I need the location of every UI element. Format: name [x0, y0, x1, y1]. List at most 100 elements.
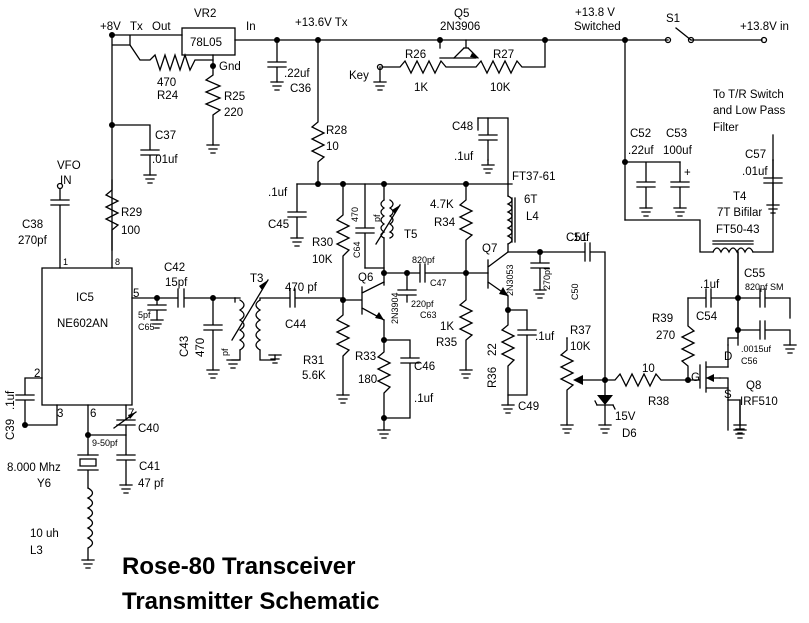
junction-dots: [22, 32, 741, 438]
c53-value: 100uf: [663, 145, 693, 157]
c38-name: C38: [22, 219, 43, 231]
l4-name: L4: [526, 211, 539, 223]
r31-value: 5.6K: [302, 370, 326, 382]
r26-value: 1K: [414, 82, 428, 94]
c43-name: C43: [179, 336, 191, 357]
r30-name: R30: [312, 237, 333, 249]
c52-value: .22uf: [628, 145, 654, 157]
q6-part: 2N3904: [390, 292, 400, 324]
c45-name: C45: [268, 219, 289, 231]
rail-136tx-label: +13.6V Tx: [295, 17, 348, 29]
key-label: Key: [349, 70, 369, 82]
ic5-pin5: 5: [133, 288, 139, 300]
c44-name: C44: [285, 319, 307, 331]
rail-in-label: In: [246, 21, 256, 33]
rail-tx-label: Tx: [130, 21, 143, 33]
c40-value: 9-50pf: [92, 438, 118, 448]
l4-core: FT37-61: [512, 171, 555, 183]
q8-d: D: [724, 351, 732, 363]
rail-138-switched-line2: Switched: [574, 21, 621, 33]
t4-core: FT50-43: [716, 224, 759, 236]
c42-value: 15pf: [165, 277, 188, 289]
c63-name: C63: [420, 310, 437, 320]
r36-name: R36: [487, 367, 499, 388]
q8-part: IRF510: [740, 396, 778, 408]
r35-name: R35: [436, 337, 457, 349]
q8-g: G: [691, 372, 700, 384]
labels: +8V Tx Out VR2 78L05 In Gnd 470 R24 R25 …: [5, 7, 789, 615]
q7-name: Q7: [482, 243, 497, 255]
c37-value: .01uf: [152, 154, 178, 166]
ic5-part: NE602AN: [57, 318, 108, 330]
c44-value: 470 pf: [285, 282, 318, 294]
rail-8v-label: +8V: [100, 21, 121, 33]
q8-name: Q8: [746, 380, 761, 392]
r34-value: 4.7K: [430, 199, 454, 211]
c50-value: 270pf: [542, 267, 552, 290]
c55-value: 820pf SM: [745, 282, 784, 292]
y6-freq: 8.000 Mhz: [7, 462, 61, 474]
c63-value: 220pf: [411, 299, 434, 309]
c57-name: C57: [745, 149, 766, 161]
r28-value: 10: [326, 141, 339, 153]
ic5-pin8: 8: [115, 257, 120, 267]
c43-unit: pf: [220, 348, 230, 356]
l3-name: L3: [30, 545, 43, 557]
r29-value: 100: [121, 225, 140, 237]
tr-switch-line3: Filter: [713, 122, 739, 134]
r35-value: 1K: [440, 321, 454, 333]
c54-value: .1uf: [700, 279, 720, 291]
c56-value: .0015uf: [741, 344, 772, 354]
c52-name: C52: [630, 128, 651, 140]
c65-value: 5pf: [138, 310, 151, 320]
q7-part: 2N3053: [505, 264, 515, 296]
r24-value: 470: [157, 77, 176, 89]
l4-turns: 6T: [524, 194, 537, 206]
ic5-pin1: 1: [63, 257, 68, 267]
c46-name: C46: [414, 361, 435, 373]
r34-name: R34: [434, 217, 456, 229]
c49-value: .1uf: [535, 331, 555, 343]
vfo-label-1: VFO: [57, 160, 81, 172]
c48-name: C48: [452, 121, 473, 133]
ic5-pin6: 6: [90, 408, 96, 420]
c42-name: C42: [164, 262, 185, 274]
r29-name: R29: [121, 207, 142, 219]
vr2-gnd: Gnd: [219, 61, 241, 73]
r25-value: 220: [224, 107, 243, 119]
ic5-pin3: 3: [57, 408, 63, 420]
c55-name: C55: [744, 268, 765, 280]
c64-unit: pf: [372, 214, 382, 222]
r38-value: 10: [642, 363, 655, 375]
q5-name: Q5: [454, 8, 469, 20]
r26-name: R26: [405, 49, 426, 61]
r30-value: 10K: [312, 254, 333, 266]
c43-value: 470: [195, 338, 207, 357]
r27-value: 10K: [490, 82, 511, 94]
r38-name: R38: [648, 396, 669, 408]
d6-name: D6: [622, 428, 637, 440]
c48-value: .1uf: [454, 151, 474, 163]
c51-value-visible: .1uf: [570, 232, 590, 244]
c64-value: 470: [350, 207, 360, 222]
ic5-pin7: 7: [128, 408, 134, 420]
tr-switch-line1: To T/R Switch: [713, 89, 784, 101]
r37-name: R37: [570, 325, 591, 337]
c40-name: C40: [138, 423, 159, 435]
r39-value: 270: [656, 330, 675, 342]
r31-name: R31: [303, 355, 324, 367]
vfo-label-2: IN: [60, 175, 72, 187]
l3-value: 10 uh: [30, 528, 59, 540]
tr-switch-line2: and Low Pass: [713, 105, 785, 117]
q8-s: S: [724, 389, 732, 401]
title-line1: Rose-80 Transceiver: [122, 553, 355, 580]
r27-name: R27: [493, 49, 514, 61]
vr2-part: 78L05: [190, 37, 222, 49]
ic5-name: IC5: [76, 292, 94, 304]
ic5-pin2: 2: [34, 368, 40, 380]
c56-name: C56: [741, 356, 758, 366]
c64-name: C64: [352, 241, 362, 258]
switch-s1-label: S1: [666, 13, 680, 25]
